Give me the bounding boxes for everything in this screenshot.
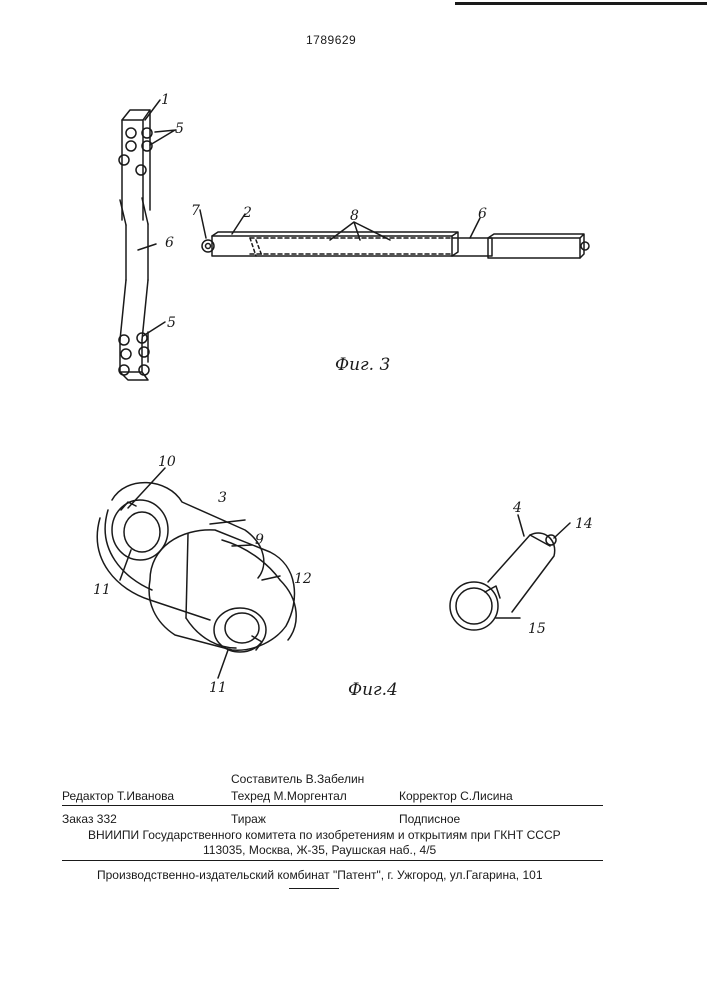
fig4-label: 11 xyxy=(209,680,227,696)
technical-drawing: 1 5 6 5 7 2 8 6 Фиг. 3 10 3 9 12 11 11 4… xyxy=(0,0,707,760)
fig4-label: 9 xyxy=(255,532,264,548)
fig4-label: 11 xyxy=(93,582,111,598)
publisher-line: Производственно-издательский комбинат "П… xyxy=(97,868,543,882)
fig3-label: 6 xyxy=(165,235,174,251)
fig4-label: 4 xyxy=(512,500,522,516)
fig3-label: 7 xyxy=(191,203,200,219)
editor-credit: Редактор Т.Иванова xyxy=(62,789,174,803)
fig3-label: 6 xyxy=(478,206,487,222)
subscription-label: Подписное xyxy=(399,812,460,826)
fig3-label: 1 xyxy=(161,92,170,108)
institution-address: 113035, Москва, Ж-35, Раушская наб., 4/5 xyxy=(203,843,436,857)
fig4-bushing xyxy=(450,515,570,630)
fig3-caption: Фиг. 3 xyxy=(335,355,390,375)
fig3-horizontal-assembly xyxy=(200,210,589,258)
order-number: Заказ 332 xyxy=(62,812,117,826)
fig3-label: 5 xyxy=(175,121,184,137)
fig4-caption: Фиг.4 xyxy=(348,680,398,700)
techred-credit: Техред М.Моргентал xyxy=(231,789,347,803)
compiler-credit: Составитель В.Забелин xyxy=(231,772,364,786)
fig4-label: 14 xyxy=(575,516,593,532)
fig3-label: 5 xyxy=(167,315,176,331)
divider-line xyxy=(62,805,603,806)
end-rule xyxy=(289,888,339,889)
corrector-credit: Корректор С.Лисина xyxy=(399,789,513,803)
fig4-label: 15 xyxy=(528,621,546,637)
fig4-label: 3 xyxy=(218,490,227,506)
fig3-label: 2 xyxy=(242,205,252,221)
institution-line: ВНИИПИ Государственного комитета по изоб… xyxy=(88,828,561,842)
fig4-label: 10 xyxy=(158,454,176,470)
fig4-label: 12 xyxy=(294,571,312,587)
fig3-label: 8 xyxy=(350,208,359,224)
fig4-chain-link xyxy=(97,468,296,678)
circulation-label: Тираж xyxy=(231,812,266,826)
divider-line xyxy=(62,860,603,861)
